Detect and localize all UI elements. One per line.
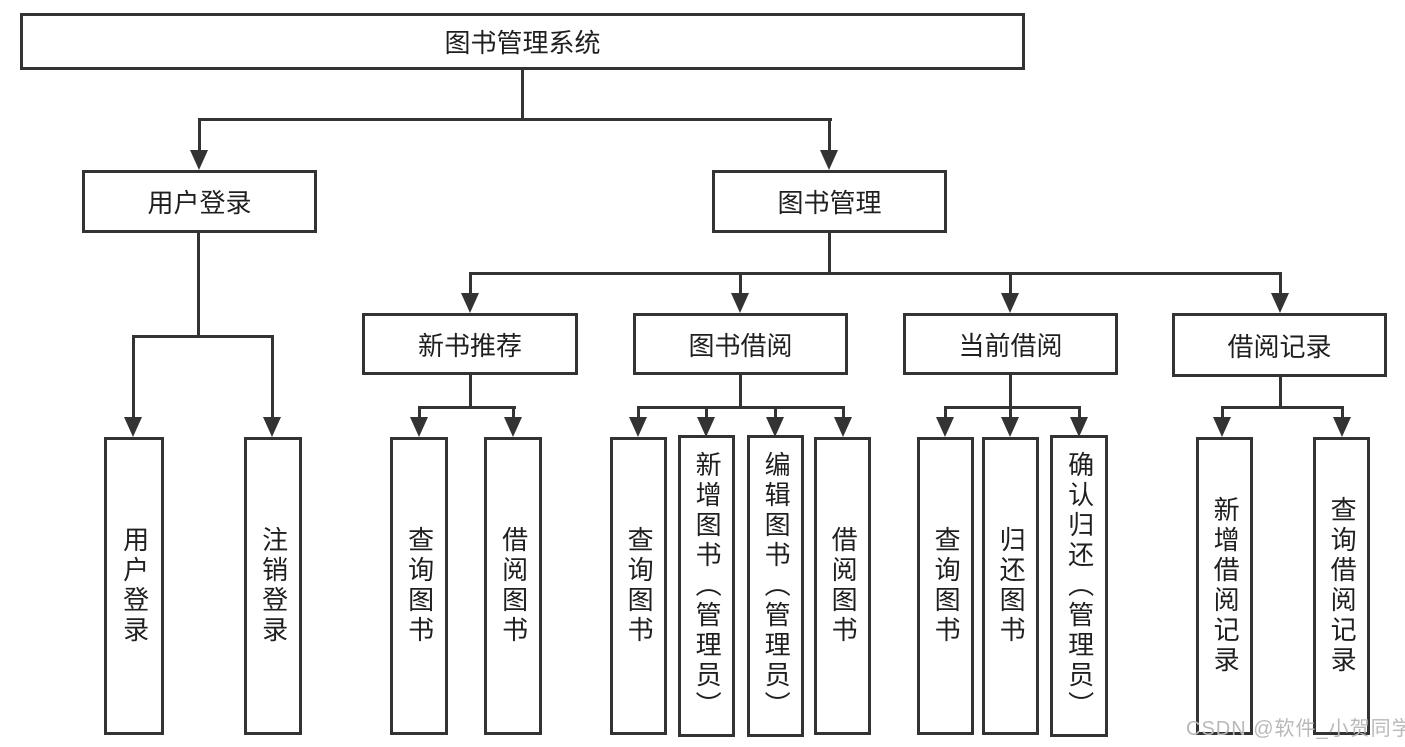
leaf-current-return-books: 归还图书 — [982, 437, 1039, 735]
arrowhead-down-icon — [936, 417, 954, 437]
leaf-borrowing-query-books-label: 查询图书 — [624, 526, 655, 646]
connector-line — [469, 275, 472, 293]
leaf-recommend-query-books: 查询图书 — [390, 437, 448, 735]
node-book-borrowing: 图书借阅 — [633, 313, 848, 375]
arrowhead-down-icon — [731, 293, 749, 313]
connector-line — [132, 338, 135, 417]
connector-line — [705, 409, 708, 417]
arrowhead-down-icon — [263, 417, 281, 437]
node-new-book-recommendation: 新书推荐 — [362, 313, 578, 375]
leaf-logout-label: 注销登录 — [258, 526, 289, 646]
leaf-current-query-books: 查询图书 — [917, 437, 974, 735]
leaf-borrowing-borrow-books: 借阅图书 — [814, 437, 871, 735]
leaf-current-return-books-label: 归还图书 — [996, 526, 1027, 646]
node-book-management-label: 图书管理 — [777, 188, 882, 218]
connector-line — [1221, 409, 1224, 417]
connector-line — [198, 118, 832, 121]
leaf-records-add-borrow-record-label: 新增借阅记录 — [1210, 496, 1241, 676]
arrowhead-down-icon — [1333, 417, 1351, 437]
leaf-borrowing-add-books-admin: 新增图书（管理员） — [678, 435, 735, 737]
node-book-management: 图书管理 — [712, 170, 947, 233]
connector-line — [944, 409, 947, 417]
connector-line — [1341, 409, 1344, 417]
connector-line — [469, 375, 472, 406]
leaf-borrowing-edit-books-admin-label: 编辑图书（管理员） — [761, 451, 792, 721]
leaf-current-confirm-return-admin: 确认归还（管理员） — [1050, 435, 1108, 737]
connector-line — [1279, 275, 1282, 293]
arrowhead-down-icon — [124, 417, 142, 437]
leaf-current-confirm-return-admin-label: 确认归还（管理员） — [1064, 451, 1095, 721]
arrowhead-down-icon — [697, 417, 715, 437]
arrowhead-down-icon — [629, 417, 647, 437]
node-new-book-recommendation-label: 新书推荐 — [417, 330, 522, 361]
node-root: 图书管理系统 — [20, 13, 1025, 70]
connector-line — [521, 70, 524, 118]
node-book-borrowing-label: 图书借阅 — [688, 330, 793, 361]
arrowhead-down-icon — [766, 417, 784, 437]
node-borrowing-records: 借阅记录 — [1172, 313, 1387, 377]
arrowhead-down-icon — [461, 293, 479, 313]
connector-line — [1078, 409, 1081, 417]
leaf-recommend-borrow-books-label: 借阅图书 — [498, 526, 529, 646]
leaf-recommend-borrow-books: 借阅图书 — [484, 437, 542, 735]
arrowhead-down-icon — [1271, 293, 1289, 313]
connector-line — [828, 233, 831, 272]
connector-line — [512, 409, 515, 417]
leaf-borrowing-borrow-books-label: 借阅图书 — [828, 526, 859, 646]
connector-line — [739, 275, 742, 293]
connector-line — [132, 335, 274, 338]
connector-line — [469, 272, 1282, 275]
connector-line — [774, 409, 777, 417]
node-root-label: 图书管理系统 — [444, 28, 601, 58]
connector-line — [418, 409, 421, 417]
leaf-recommend-query-books-label: 查询图书 — [404, 526, 435, 646]
connector-line — [1009, 409, 1012, 417]
connector-line — [271, 338, 274, 417]
node-user-login: 用户登录 — [82, 170, 317, 233]
leaf-records-query-borrow-record: 查询借阅记录 — [1313, 437, 1370, 735]
arrowhead-down-icon — [190, 150, 208, 170]
arrowhead-down-icon — [1001, 293, 1019, 313]
arrowhead-down-icon — [410, 417, 428, 437]
leaf-current-query-books-label: 查询图书 — [931, 526, 962, 646]
watermark: CSDN @软件_小贺同学 — [1186, 718, 1405, 740]
connector-line — [198, 121, 201, 150]
leaf-records-add-borrow-record: 新增借阅记录 — [1196, 437, 1253, 735]
node-current-borrowing-label: 当前借阅 — [958, 330, 1063, 361]
connector-line — [842, 409, 845, 417]
node-current-borrowing: 当前借阅 — [903, 313, 1118, 375]
leaf-borrowing-edit-books-admin: 编辑图书（管理员） — [747, 435, 804, 737]
connector-line — [1221, 406, 1344, 409]
node-user-login-label: 用户登录 — [147, 188, 252, 218]
connector-line — [1279, 375, 1282, 406]
leaf-user-login-label: 用户登录 — [119, 526, 150, 646]
connector-line — [637, 406, 845, 409]
arrowhead-down-icon — [1070, 417, 1088, 437]
arrowhead-down-icon — [820, 150, 838, 170]
leaf-user-login: 用户登录 — [104, 437, 164, 735]
arrowhead-down-icon — [1001, 417, 1019, 437]
arrowhead-down-icon — [1213, 417, 1231, 437]
leaf-records-query-borrow-record-label: 查询借阅记录 — [1327, 496, 1358, 676]
connector-line — [944, 406, 1081, 409]
leaf-borrowing-query-books: 查询图书 — [610, 437, 667, 735]
connector-line — [739, 375, 742, 406]
connector-line — [1009, 275, 1012, 293]
node-borrowing-records-label: 借阅记录 — [1227, 331, 1332, 362]
connector-line — [1009, 375, 1012, 406]
connector-line — [637, 409, 640, 417]
connector-line — [197, 233, 200, 335]
leaf-borrowing-add-books-admin-label: 新增图书（管理员） — [692, 451, 723, 721]
connector-line — [418, 406, 516, 409]
arrowhead-down-icon — [504, 417, 522, 437]
connector-line — [828, 121, 831, 150]
arrowhead-down-icon — [834, 417, 852, 437]
leaf-logout: 注销登录 — [244, 437, 302, 735]
